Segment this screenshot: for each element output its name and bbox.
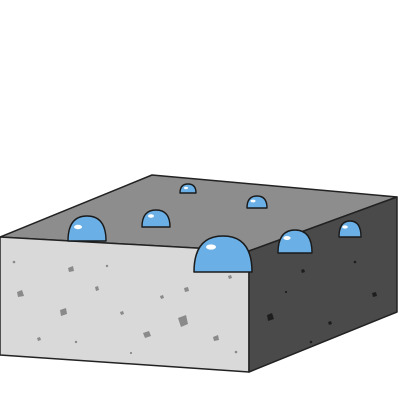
water-droplet: [193, 235, 253, 273]
water-droplet: [67, 215, 107, 242]
water-droplets: [67, 183, 362, 273]
side-face-speckles: [267, 260, 377, 344]
water-droplet: [277, 229, 313, 254]
water-droplet: [338, 220, 362, 238]
water-droplet: [179, 183, 197, 194]
water-droplet: [246, 195, 268, 209]
front-face-speckles: [12, 260, 238, 355]
water-droplet: [141, 209, 171, 228]
